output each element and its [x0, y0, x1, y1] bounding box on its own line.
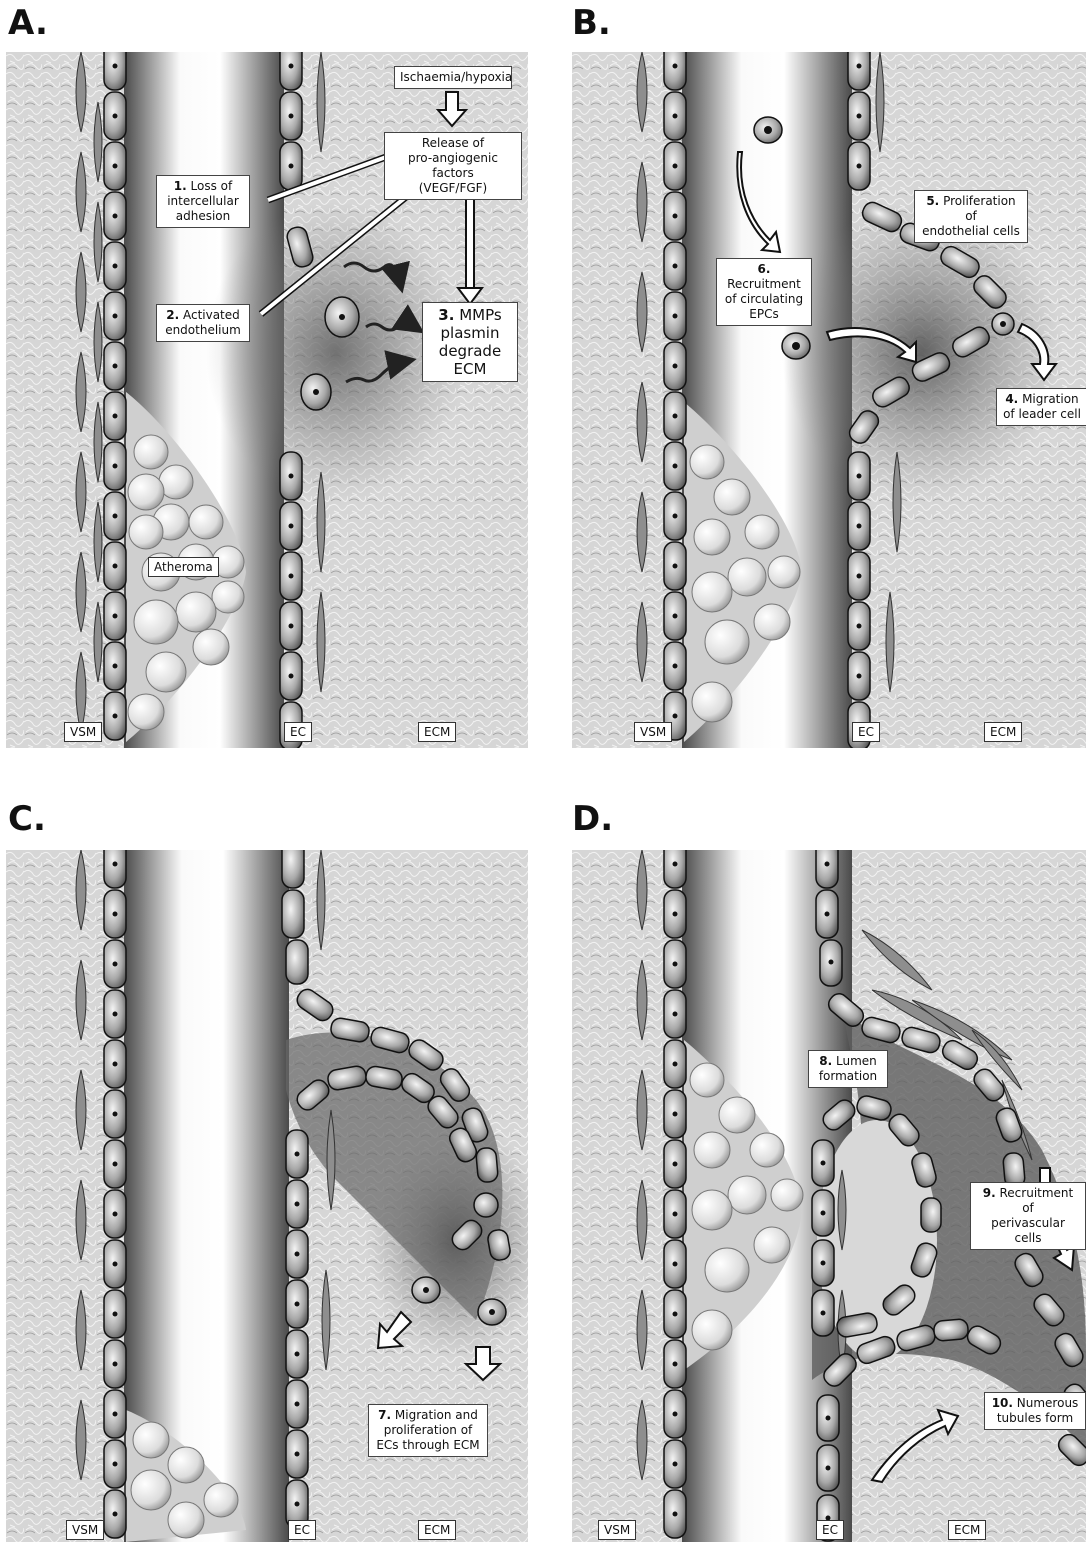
step5-label: 5. Proliferation of endothelial cells — [914, 190, 1028, 243]
panel-a: Ischaemia/hypoxia Release of pro-angioge… — [6, 52, 528, 748]
panel-c: 7. Migration and proliferation of ECs th… — [6, 850, 528, 1542]
step9-number: 9. — [983, 1186, 996, 1200]
vsm-label-a: VSM — [64, 722, 102, 742]
ecm-label-a: ECM — [418, 722, 456, 742]
ec-label-c: EC — [288, 1520, 316, 1540]
step8-line-2: formation — [814, 1069, 882, 1084]
step3-number: 3. — [438, 306, 454, 324]
release-line-2: pro-angiogenic factors — [390, 151, 516, 181]
step4-number: 4. — [1005, 392, 1018, 406]
step10-label: 10. Numerous tubules form — [984, 1392, 1086, 1430]
step5-line-2: endothelial cells — [920, 224, 1022, 239]
panel-c-letter: C. — [8, 802, 46, 836]
step8-line-1: Lumen — [836, 1054, 877, 1068]
vsm-label-c: VSM — [66, 1520, 104, 1540]
vsm-label-d: VSM — [598, 1520, 636, 1540]
step1-line-2: intercellular — [162, 194, 244, 209]
step5-line-1: Proliferation of — [943, 194, 1016, 223]
step10-line-1: Numerous — [1017, 1396, 1079, 1410]
step2-label: 2. Activated endothelium — [156, 304, 250, 342]
step6-number: 6. — [758, 262, 771, 276]
step1-line-1: Loss of — [191, 179, 233, 193]
step7-line-3: ECs through ECM — [374, 1438, 482, 1453]
release-line-3: (VEGF/FGF) — [390, 181, 516, 196]
panel-b: 5. Proliferation of endothelial cells 6.… — [572, 52, 1086, 748]
step6-line-3: EPCs — [722, 307, 806, 322]
ec-label-b: EC — [852, 722, 880, 742]
ecm-label-d: ECM — [948, 1520, 986, 1540]
step3-line-3: degrade ECM — [428, 342, 512, 378]
vsm-label-b: VSM — [634, 722, 672, 742]
step2-number: 2. — [166, 308, 179, 322]
step8-number: 8. — [819, 1054, 832, 1068]
step1-line-3: adhesion — [162, 209, 244, 224]
step10-line-2: tubules form — [990, 1411, 1080, 1426]
step9-line-1: Recruitment of — [1000, 1186, 1074, 1215]
panel-d: 8. Lumen formation 9. Recruitment of per… — [572, 850, 1086, 1542]
step7-label: 7. Migration and proliferation of ECs th… — [368, 1404, 488, 1457]
panel-a-letter: A. — [8, 6, 48, 40]
step6-label: 6. Recruitment of circulating EPCs — [716, 258, 812, 326]
ischaemia-label: Ischaemia/hypoxia — [394, 66, 512, 89]
step4-line-2: of leader cell — [1002, 407, 1082, 422]
step5-number: 5. — [926, 194, 939, 208]
panel-b-letter: B. — [572, 6, 611, 40]
step9-label: 9. Recruitment of perivascular cells — [970, 1182, 1086, 1250]
atheroma-label: Atheroma — [148, 557, 219, 577]
ec-label-a: EC — [284, 722, 312, 742]
step8-label: 8. Lumen formation — [808, 1050, 888, 1088]
step1-number: 1. — [174, 179, 187, 193]
step3-label: 3. MMPs plasmin degrade ECM — [422, 302, 518, 382]
step1-label: 1. Loss of intercellular adhesion — [156, 175, 250, 228]
ec-column-left — [104, 52, 126, 740]
step7-line-1: Migration and — [395, 1408, 478, 1422]
step4-line-1: Migration — [1022, 392, 1079, 406]
ecm-label-c: ECM — [418, 1520, 456, 1540]
panel-d-letter: D. — [572, 802, 613, 836]
step7-number: 7. — [378, 1408, 391, 1422]
step2-line-1: Activated — [183, 308, 240, 322]
step10-number: 10. — [992, 1396, 1013, 1410]
step6-line-1: Recruitment — [727, 277, 801, 291]
step6-line-2: of circulating — [722, 292, 806, 307]
step4-label: 4. Migration of leader cell — [996, 388, 1086, 426]
release-line-1: Release of — [390, 136, 516, 151]
step9-line-2: perivascular cells — [976, 1216, 1080, 1246]
release-label: Release of pro-angiogenic factors (VEGF/… — [384, 132, 522, 200]
ec-label-d: EC — [816, 1520, 844, 1540]
ecm-label-b: ECM — [984, 722, 1022, 742]
step3-line-2: plasmin — [428, 324, 512, 342]
step2-line-2: endothelium — [162, 323, 244, 338]
step7-line-2: proliferation of — [374, 1423, 482, 1438]
ischaemia-text: Ischaemia/hypoxia — [400, 70, 512, 84]
step3-line-1: MMPs — [459, 306, 501, 324]
